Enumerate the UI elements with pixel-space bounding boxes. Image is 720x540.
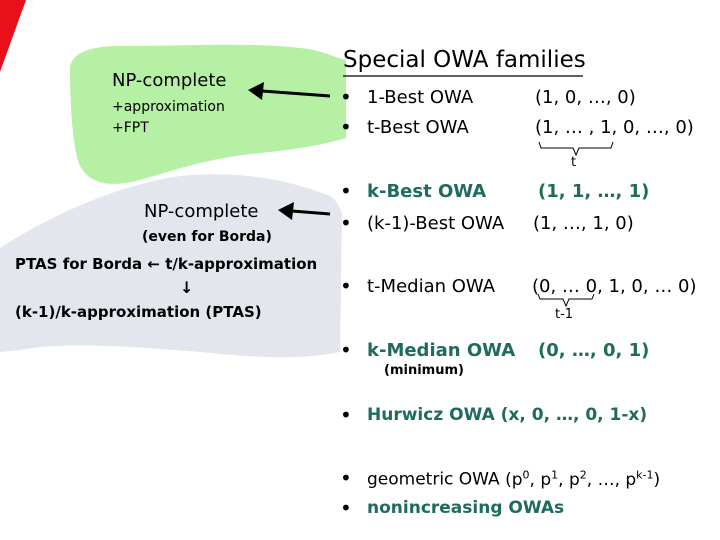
- geometric-exp-2: 2: [579, 468, 587, 481]
- corner-triangle: [0, 0, 26, 72]
- bullet-t-best: •: [340, 115, 352, 139]
- family-hurwicz-name: Hurwicz OWA (x, 0, …, 0, 1-x): [367, 405, 648, 425]
- family-k-1-best-vector: (1, …, 1, 0): [533, 213, 634, 234]
- t-brace: [538, 141, 614, 157]
- arrow-left-icon: ←: [147, 255, 160, 273]
- family-t-median-vector: (0, … 0, 1, 0, … 0): [532, 276, 697, 297]
- family-k-best-name: k-Best OWA: [367, 181, 487, 202]
- ptas-line: PTAS for Borda ← t/k-approximation: [15, 255, 317, 273]
- bullet-k-median: •: [340, 338, 352, 362]
- family-t-median-name: t-Median OWA: [367, 276, 496, 297]
- family-k-median-name: k-Median OWA: [367, 340, 516, 361]
- bullet-k-best: •: [340, 179, 352, 203]
- arrow-bottom-head: [278, 202, 294, 220]
- k-1-k-approximation-text: (k-1)/k-approximation (PTAS): [15, 303, 262, 321]
- approximation-label: +approximation: [112, 99, 225, 115]
- t-k-approximation-text: t/k-approximation: [165, 255, 318, 273]
- t-brace-label: t: [571, 155, 577, 170]
- minimum-note: (minimum): [384, 363, 464, 378]
- arrow-top-head: [248, 82, 264, 100]
- family-geometric-name: geometric OWA: [367, 469, 500, 490]
- bullet-1-best: •: [340, 85, 352, 109]
- bullet-geometric: •: [340, 466, 352, 490]
- family-1-best-name: 1-Best OWA: [367, 87, 474, 108]
- bullet-t-median: •: [340, 274, 352, 298]
- family-k-median-vector: (0, …, 0, 1): [538, 340, 650, 361]
- geometric-sep-2: , p: [558, 469, 580, 490]
- geometric-sep-1: , p: [529, 469, 552, 490]
- geometric-exp-k: k-1: [636, 468, 654, 481]
- family-1-best-vector: (1, 0, …, 0): [535, 87, 636, 108]
- bullet-hurwicz: •: [340, 403, 352, 427]
- arrow-bottom-shaft: [291, 209, 331, 216]
- geometric-close: ): [653, 469, 661, 490]
- np-complete-top: NP-complete: [112, 70, 227, 91]
- fpt-label: +FPT: [112, 120, 149, 136]
- t-1-brace: [537, 293, 595, 308]
- arrow-top-shaft: [261, 89, 331, 98]
- family-t-best-vector: (1, … , 1, 0, …, 0): [535, 117, 694, 138]
- page-title: Special OWA families: [343, 47, 586, 73]
- bullet-nonincreasing: •: [340, 496, 352, 520]
- gray-bubble: [0, 174, 342, 358]
- green-bubble: [70, 44, 346, 184]
- ptas-for-borda-text: PTAS for Borda: [15, 255, 143, 273]
- geometric-exp-1: 1: [551, 468, 559, 481]
- t-1-brace-label: t-1: [555, 307, 574, 322]
- geometric-sep-3: , …, p: [586, 469, 637, 490]
- family-nonincreasing-name: nonincreasing OWAs: [367, 498, 565, 518]
- family-geometric-line: geometric OWA (p0, p1, p2, …, pk-1): [367, 468, 660, 490]
- arrow-down-icon: ↓: [180, 278, 194, 297]
- bullet-k-1-best: •: [340, 211, 352, 235]
- family-k-best-vector: (1, 1, …, 1): [538, 181, 650, 202]
- family-t-best-name: t-Best OWA: [367, 117, 469, 138]
- geometric-open: (p: [505, 469, 523, 490]
- geometric-vector: (p0, p1, p2, …, pk-1): [505, 468, 661, 490]
- np-complete-bottom: NP-complete: [144, 201, 259, 222]
- family-k-1-best-name: (k-1)-Best OWA: [367, 213, 505, 234]
- geometric-exp-0: 0: [522, 468, 530, 481]
- even-for-borda-label: (even for Borda): [142, 229, 272, 245]
